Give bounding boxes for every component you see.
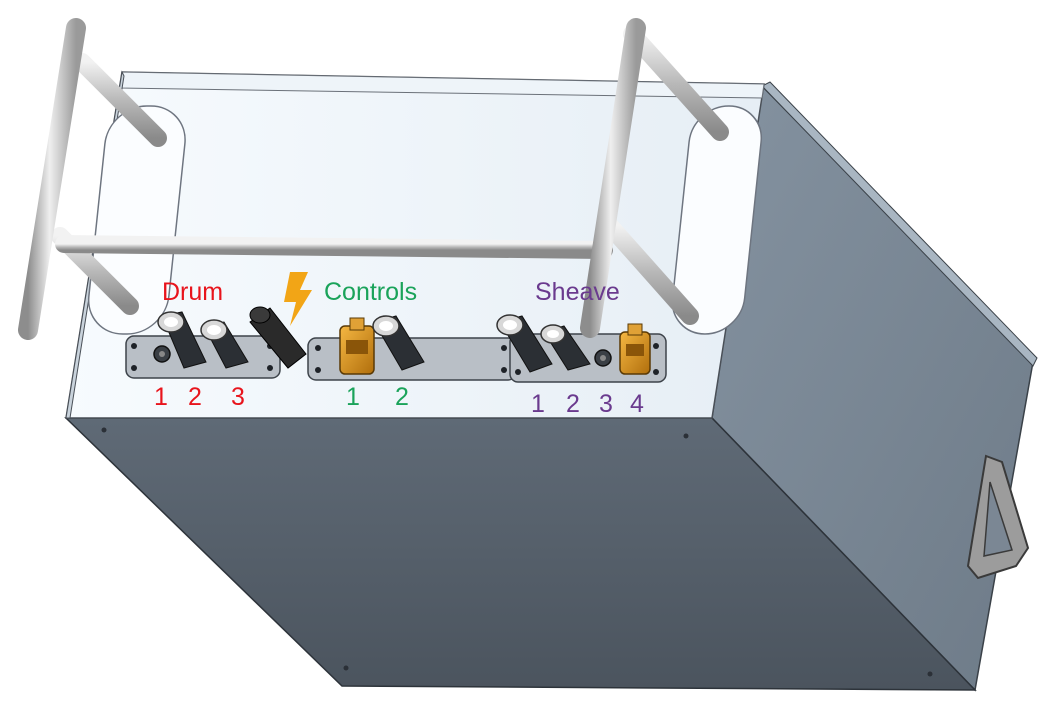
sheave-port-1-connector xyxy=(496,314,553,373)
sheave-port-4-label: 4 xyxy=(630,390,644,418)
sheave-port-1-label: 1 xyxy=(531,390,545,418)
sheave-port-3-label: 3 xyxy=(599,390,613,418)
cross-rail xyxy=(55,235,613,259)
drum-port-2-connector xyxy=(157,311,207,369)
drum-port-3-connector xyxy=(200,319,249,369)
drum-port-1-connector xyxy=(153,345,171,363)
handle-slot-right xyxy=(671,105,763,335)
controls-port-1-connector xyxy=(339,317,375,375)
sheave-port-2-connector xyxy=(540,324,591,371)
enclosure-side-rim xyxy=(761,81,1038,367)
controls-port-2-label: 2 xyxy=(395,383,409,411)
controls-label: Controls xyxy=(324,278,417,306)
controls-port-2-connector xyxy=(372,315,425,371)
drum-label: Drum xyxy=(162,278,223,306)
drum-port-1-label: 1 xyxy=(154,383,168,411)
drum-port-3-label: 3 xyxy=(231,383,245,411)
sheave-port-4-connector xyxy=(619,323,651,375)
sheave-port-2-label: 2 xyxy=(566,390,580,418)
plate-screws xyxy=(131,343,659,375)
screw-holes xyxy=(101,427,933,677)
side-handle xyxy=(966,454,1030,580)
lightning-bolt-icon xyxy=(284,272,312,326)
sheave-label: Sheave xyxy=(535,278,620,306)
right-handle-rail xyxy=(580,18,729,338)
power-cable-gland xyxy=(249,306,307,369)
sheave-port-3-connector xyxy=(594,349,612,367)
drum-port-2-label: 2 xyxy=(188,383,202,411)
controls-port-1-label: 1 xyxy=(346,383,360,411)
